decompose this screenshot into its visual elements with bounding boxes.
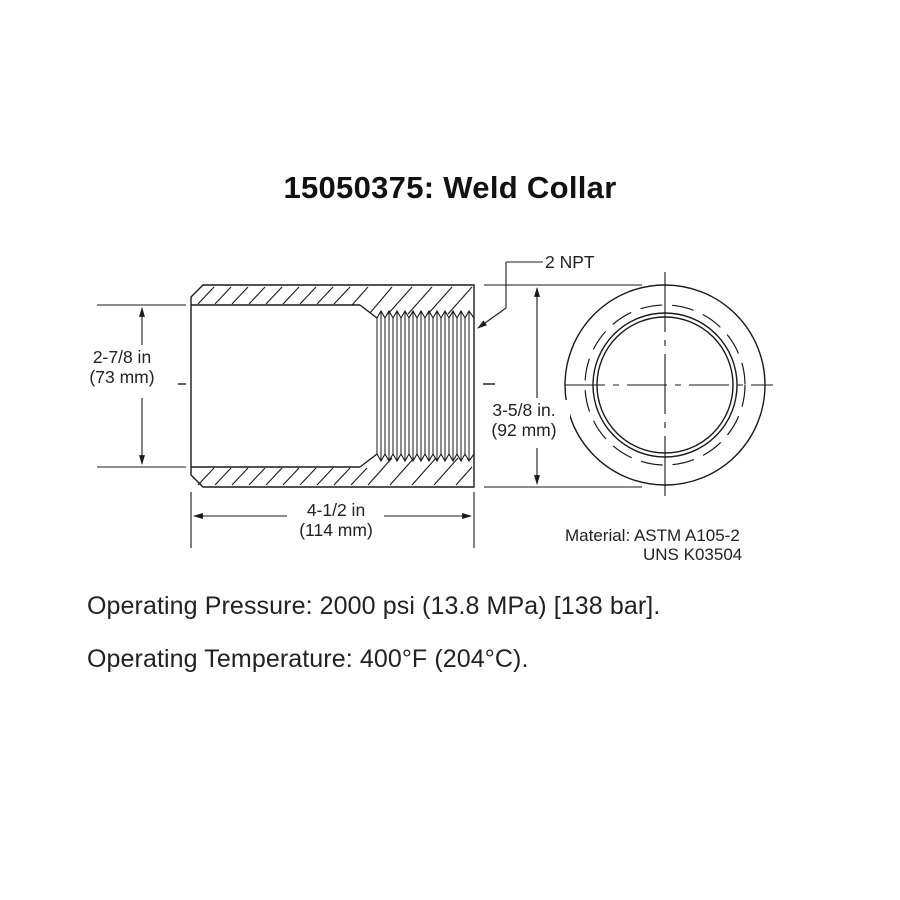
- length-dimension: [190, 492, 475, 548]
- npt-leader: [477, 261, 543, 329]
- end-view: [564, 272, 773, 497]
- length-dimension-label: 4-1/2 in (114 mm): [284, 500, 388, 540]
- od-metric: (92 mm): [491, 420, 557, 440]
- material-line-2: UNS K03504: [643, 545, 743, 564]
- bore-imperial: 2-7/8 in: [92, 347, 152, 367]
- length-metric: (114 mm): [299, 520, 373, 540]
- operating-pressure: Operating Pressure: 2000 psi (13.8 MPa) …: [87, 592, 661, 620]
- od-dimension-label: 3-5/8 in. (92 mm): [478, 400, 570, 440]
- operating-temperature: Operating Temperature: 400°F (204°C).: [87, 645, 529, 673]
- od-dimension: [484, 284, 642, 488]
- page-title: 15050375: Weld Collar: [283, 170, 617, 205]
- od-imperial: 3-5/8 in.: [492, 400, 556, 420]
- side-view: [178, 284, 495, 488]
- thread-callout: 2 NPT: [545, 252, 595, 272]
- bore-dimension-label: 2-7/8 in (73 mm): [82, 347, 162, 387]
- material-line-1: Material: ASTM A105-2: [565, 526, 740, 545]
- length-imperial: 4-1/2 in: [306, 500, 366, 520]
- bore-metric: (73 mm): [89, 367, 155, 387]
- bore-dimension: [97, 304, 186, 468]
